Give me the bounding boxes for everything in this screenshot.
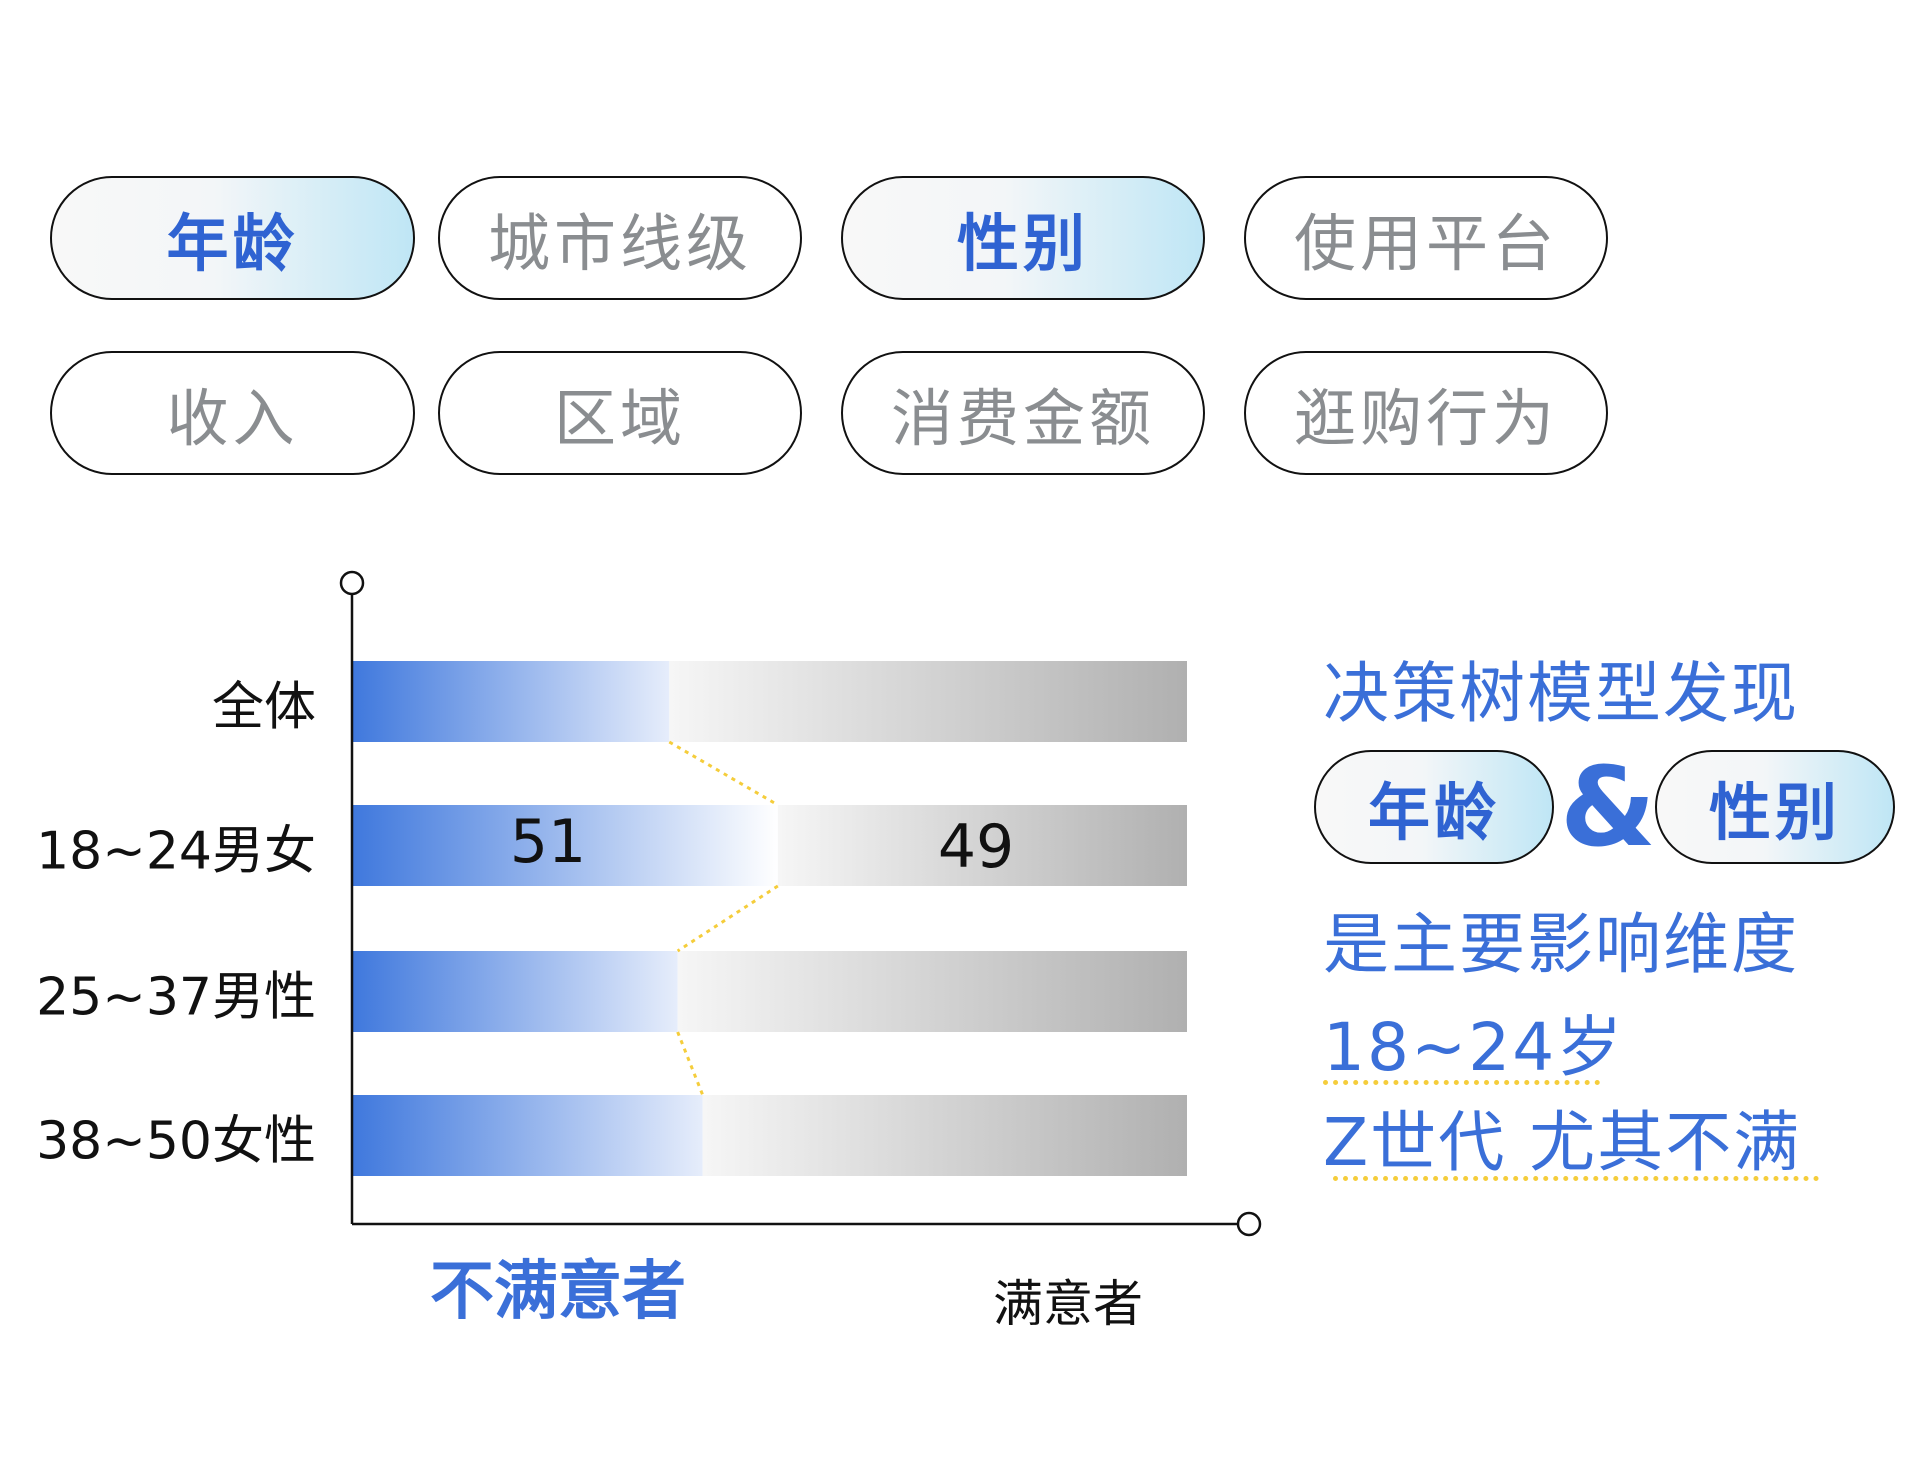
category-label: 38~50女性 (36, 1111, 316, 1172)
bar-satisfied (702, 1095, 1187, 1176)
category-label: 全体 (211, 677, 316, 738)
axis-end-circle (339, 570, 365, 596)
axis-end-circle (1236, 1211, 1262, 1237)
bar-dissatisfied (352, 661, 670, 742)
pill-label: 区域 (553, 382, 686, 455)
filter-pill-platform[interactable]: 使用平台 (1244, 176, 1608, 300)
bar-satisfied (669, 661, 1187, 742)
connector-line (676, 884, 779, 953)
category-label: 18~24男女 (36, 821, 316, 882)
insight-tag-gender: 性别 (1655, 750, 1895, 864)
filter-pill-spend[interactable]: 消费金额 (841, 351, 1205, 475)
insight-line1: 决策树模型发现 (1323, 655, 1799, 732)
data-label-satisfied: 49 (938, 812, 1014, 882)
highlight-underline (1323, 1080, 1600, 1085)
filter-pill-gender[interactable]: 性别 (841, 176, 1205, 300)
highlight-underline (1333, 1176, 1819, 1181)
tag-label: 性别 (1708, 776, 1841, 849)
pill-label: 消费金额 (890, 382, 1155, 455)
filter-pill-income[interactable]: 收入 (50, 351, 415, 475)
ampersand: & (1560, 743, 1656, 871)
connector-line (668, 740, 779, 807)
pill-label: 年龄 (166, 207, 299, 280)
bar-satisfied (777, 805, 1187, 886)
pill-label: 使用平台 (1293, 207, 1558, 280)
insight-line2: 是主要影响维度 (1323, 906, 1799, 983)
bar-satisfied (677, 951, 1187, 1032)
legend-dissatisfied: 不满意者 (430, 1255, 686, 1329)
filter-pill-shopping-behavior[interactable]: 逛购行为 (1244, 351, 1608, 475)
connector-line (676, 1031, 705, 1096)
tag-label: 年龄 (1367, 776, 1500, 849)
filter-pill-region[interactable]: 区域 (438, 351, 802, 475)
bar-dissatisfied (352, 805, 778, 886)
data-label-dissatisfied: 51 (510, 807, 586, 877)
pill-label: 收入 (166, 382, 299, 455)
insight-line3: 18~24岁 (1323, 1009, 1625, 1086)
bar-dissatisfied (352, 951, 678, 1032)
insight-tag-age: 年龄 (1314, 750, 1554, 864)
pill-label: 城市线级 (487, 207, 752, 280)
insight-line4: Z世代 尤其不满 (1323, 1104, 1802, 1181)
bar-dissatisfied (352, 1095, 703, 1176)
filter-pill-age[interactable]: 年龄 (50, 176, 415, 300)
filter-pill-city-tier[interactable]: 城市线级 (438, 176, 802, 300)
legend-satisfied: 满意者 (993, 1275, 1143, 1333)
pill-label: 逛购行为 (1293, 382, 1558, 455)
pill-label: 性别 (956, 207, 1089, 280)
category-label: 25~37男性 (36, 967, 316, 1028)
